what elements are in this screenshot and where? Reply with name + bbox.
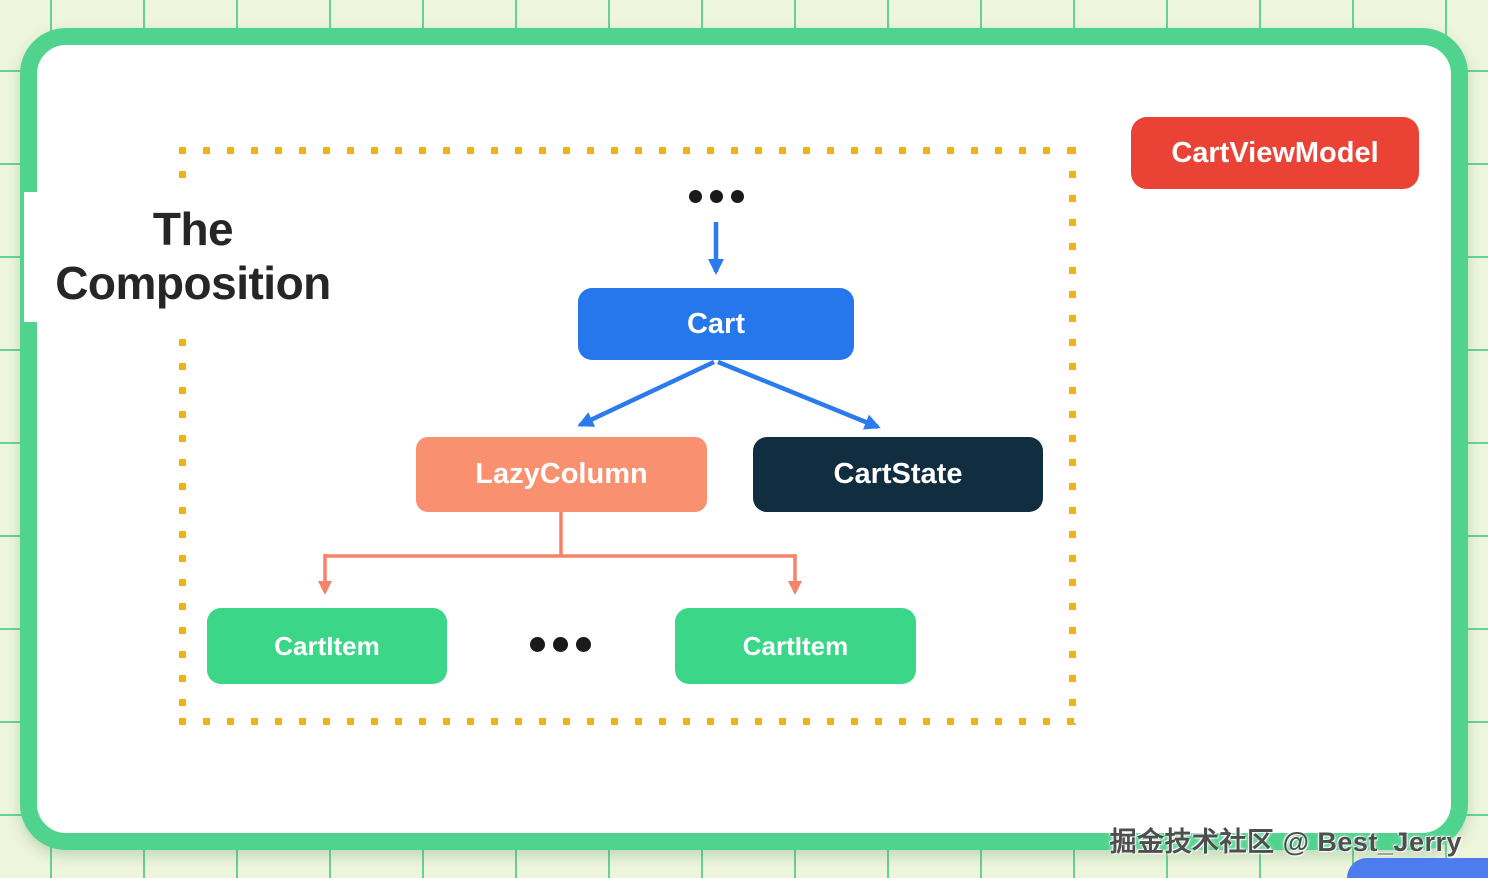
node-lazycolumn: LazyColumn <box>416 437 707 512</box>
node-cart: Cart <box>578 288 854 360</box>
page-title-line1: The <box>152 203 234 255</box>
node-cartitem-right: CartItem <box>675 608 916 684</box>
dot <box>530 637 545 652</box>
dot <box>553 637 568 652</box>
node-cartstate: CartState <box>753 437 1043 512</box>
dot <box>689 190 702 203</box>
dot <box>710 190 723 203</box>
watermark: 掘金技术社区 @ Best_Jerry <box>1109 827 1462 857</box>
corner-accent-shape <box>1347 858 1488 878</box>
dot <box>731 190 744 203</box>
page-title: The Composition <box>24 192 362 322</box>
more-dots-icon <box>689 190 744 203</box>
node-cartitem-left: CartItem <box>207 608 447 684</box>
more-dots-icon <box>530 637 591 652</box>
page-title-line2: Composition <box>55 257 331 309</box>
dot <box>576 637 591 652</box>
node-cartviewmodel: CartViewModel <box>1131 117 1419 189</box>
